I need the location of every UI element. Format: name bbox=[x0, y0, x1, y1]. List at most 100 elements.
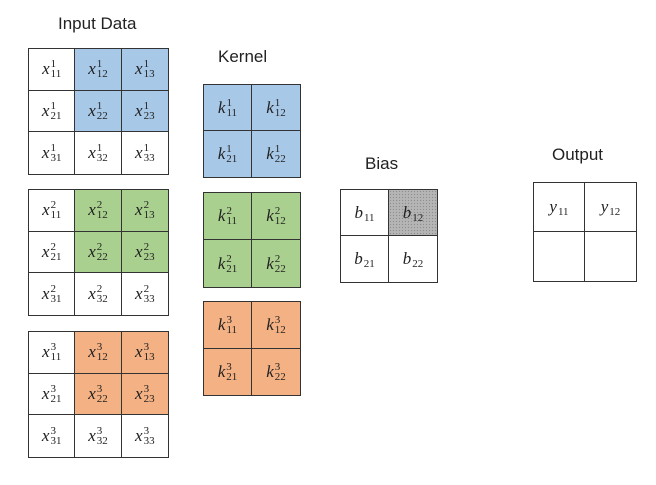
variable-subscript: 11 bbox=[50, 209, 62, 222]
variable-subscript: 11 bbox=[226, 323, 238, 336]
variable-base: k bbox=[266, 361, 274, 381]
input-data-title: Input Data bbox=[58, 14, 137, 33]
variable-base: x bbox=[135, 143, 143, 163]
variable-base: y bbox=[549, 197, 557, 216]
variable-base: k bbox=[217, 253, 226, 273]
variable-base: k bbox=[266, 144, 274, 163]
variable-scripts: 11 bbox=[364, 203, 375, 223]
variable-base: x bbox=[135, 241, 143, 261]
variable-superscript: 1 bbox=[143, 58, 150, 71]
variable-base: x bbox=[135, 426, 143, 446]
variable-base: x bbox=[135, 284, 143, 304]
variable-subscript: 12 bbox=[274, 106, 286, 119]
variable-superscript: 3 bbox=[143, 382, 150, 395]
variable-superscript: 2 bbox=[143, 283, 150, 296]
variable-subscript: 11 bbox=[226, 215, 238, 227]
variable-base: x bbox=[88, 383, 96, 403]
variable-subscript: 12 bbox=[412, 211, 424, 224]
variable-superscript: 1 bbox=[50, 99, 56, 112]
variable-superscript: 3 bbox=[226, 313, 232, 326]
variable-subscript: 12 bbox=[96, 68, 108, 81]
variable-base: x bbox=[88, 426, 96, 446]
variable-subscript: 22 bbox=[96, 109, 108, 122]
empty-cell bbox=[534, 232, 585, 281]
variable-superscript: 3 bbox=[96, 425, 103, 438]
variable-subscript: 13 bbox=[143, 68, 155, 81]
variable-superscript bbox=[412, 203, 423, 213]
variable-scripts: 12 bbox=[412, 203, 423, 223]
variable-base: x bbox=[135, 59, 143, 79]
variable-subscript: 31 bbox=[50, 293, 62, 306]
variable-subscript: 31 bbox=[50, 435, 62, 448]
variable-base: x bbox=[42, 200, 50, 220]
variable-superscript: 2 bbox=[226, 205, 232, 217]
variable-base: x bbox=[42, 59, 50, 79]
variable-base: x bbox=[135, 383, 143, 403]
variable-base: k bbox=[266, 206, 274, 225]
variable-superscript: 1 bbox=[96, 99, 103, 112]
variable-superscript: 3 bbox=[96, 382, 103, 395]
variable-superscript: 3 bbox=[226, 360, 232, 373]
variable-subscript: 31 bbox=[50, 152, 62, 165]
variable-superscript: 3 bbox=[50, 341, 57, 354]
variable-base: x bbox=[41, 100, 50, 120]
empty-cell bbox=[585, 232, 636, 281]
variable-superscript: 1 bbox=[50, 142, 56, 155]
variable-base: x bbox=[41, 426, 50, 446]
variable-base: k bbox=[217, 361, 226, 381]
variable-superscript: 1 bbox=[143, 142, 150, 155]
variable-superscript: 3 bbox=[143, 425, 150, 438]
variable-base: x bbox=[41, 241, 50, 261]
variable-base: b bbox=[402, 202, 412, 222]
variable-superscript: 2 bbox=[96, 199, 103, 212]
variable-subscript: 23 bbox=[143, 392, 155, 405]
variable-subscript: 12 bbox=[96, 351, 108, 364]
bias-title: Bias bbox=[365, 154, 399, 173]
